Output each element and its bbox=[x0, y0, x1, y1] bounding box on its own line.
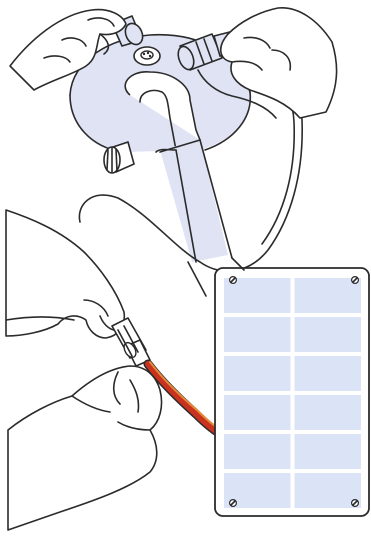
solar-cell bbox=[224, 317, 291, 352]
panel-screw bbox=[229, 499, 238, 508]
solar-cell bbox=[224, 278, 291, 313]
left-hand-top bbox=[9, 8, 127, 91]
device-base-edge bbox=[231, 257, 245, 271]
left-hand-bottom bbox=[5, 209, 126, 339]
solar-cell bbox=[294, 395, 361, 430]
solar-cell bbox=[294, 473, 361, 508]
solar-cell bbox=[294, 317, 361, 352]
solar-panel bbox=[214, 267, 370, 517]
panel-screw bbox=[229, 276, 238, 285]
right-hand-top bbox=[197, 7, 338, 119]
charge-port bbox=[133, 46, 161, 66]
solar-cell bbox=[224, 356, 291, 391]
panel-screw bbox=[351, 276, 360, 285]
device-base-edge bbox=[187, 261, 207, 297]
solar-cell bbox=[224, 395, 291, 430]
solar-cell bbox=[294, 356, 361, 391]
right-hand-bottom bbox=[7, 365, 163, 531]
panel-screw bbox=[351, 499, 360, 508]
solar-cell bbox=[294, 278, 361, 313]
cable-plug-top bbox=[177, 31, 238, 71]
cable-plug-bottom bbox=[111, 317, 151, 367]
solar-cell bbox=[224, 434, 291, 469]
solar-cell bbox=[294, 434, 361, 469]
device-arm bbox=[124, 71, 233, 263]
adjustment-knob bbox=[103, 141, 135, 174]
